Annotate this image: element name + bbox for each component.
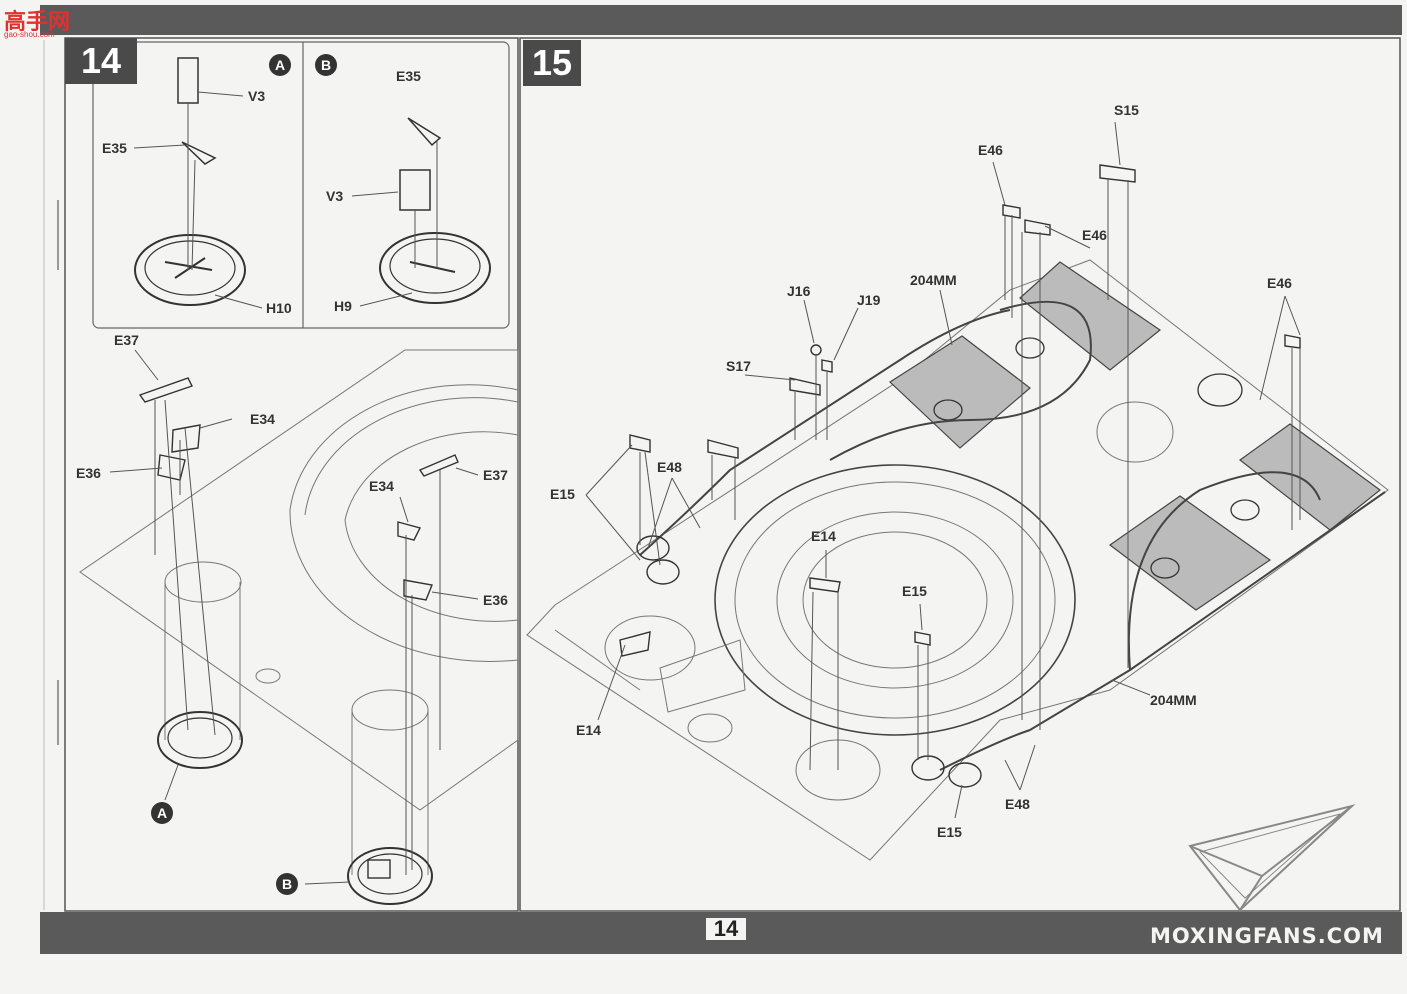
label-e36-right: E36	[483, 592, 508, 608]
callout-a-marker: A	[151, 802, 173, 824]
page-number: 14	[706, 918, 746, 940]
label-e15-bottom: E15	[937, 824, 962, 840]
label-e35-inset-a: E35	[102, 140, 127, 156]
label-v3-inset-b: V3	[326, 188, 344, 204]
label-e14-bottom: E14	[576, 722, 601, 738]
label-e36-left: E36	[76, 465, 101, 481]
label-e14-center: E14	[811, 528, 836, 544]
watermark-logo: 高手网	[4, 9, 71, 34]
inset-a-marker: A	[269, 54, 291, 76]
footer-brand: MOXINGFANS.COM	[1150, 924, 1384, 948]
label-e48-bottom: E48	[1005, 796, 1030, 812]
label-s15: S15	[1114, 102, 1139, 118]
header-bar	[40, 5, 1402, 35]
label-204mm-top: 204MM	[910, 272, 957, 288]
step15-fans	[933, 337, 1260, 579]
step15-grilles	[889, 261, 1381, 611]
step14-hull-plate	[79, 349, 519, 875]
callout-b-marker: B	[276, 873, 298, 895]
step14-frame	[64, 37, 519, 912]
step15-cables	[639, 300, 1386, 771]
label-e46-mid: E46	[1082, 227, 1107, 243]
label-s17: S17	[726, 358, 751, 374]
label-e48-left: E48	[657, 459, 682, 475]
step15-hull	[526, 259, 1389, 861]
step14-inset-frame	[92, 41, 510, 329]
label-204mm-bottom: 204MM	[1150, 692, 1197, 708]
step-15-number: 15	[523, 40, 581, 86]
step14-leaders	[109, 349, 479, 885]
paper-plane-logo	[1188, 804, 1356, 912]
label-e46-right: E46	[1267, 275, 1292, 291]
watermark-domain: gao-shou.com	[4, 30, 55, 39]
inset-a-leaders	[133, 91, 263, 309]
step14-hull-rings	[157, 711, 433, 905]
step15-leaders	[585, 121, 1301, 819]
step15-frame	[519, 37, 1401, 912]
label-e37-right: E37	[483, 467, 508, 483]
label-h9-inset-b: H9	[334, 298, 352, 314]
label-e34-left: E34	[250, 411, 275, 427]
inset-b-ring	[379, 117, 491, 304]
step15-parts	[619, 164, 1301, 788]
label-j19: J19	[857, 292, 881, 308]
label-e15-left: E15	[550, 486, 575, 502]
label-e46-top: E46	[978, 142, 1003, 158]
label-e15-center: E15	[902, 583, 927, 599]
label-e35-inset-b: E35	[396, 68, 421, 84]
label-e37-left: E37	[114, 332, 139, 348]
step14-parts	[138, 377, 459, 601]
inset-a-ring	[134, 57, 246, 306]
inset-b-marker: B	[315, 54, 337, 76]
label-j16: J16	[787, 283, 811, 299]
inset-b-leaders	[351, 140, 438, 307]
label-e34-right: E34	[369, 478, 394, 494]
label-v3-inset-a: V3	[248, 88, 266, 104]
step-14-number: 14	[65, 38, 137, 84]
label-h10-inset-a: H10	[266, 300, 292, 316]
